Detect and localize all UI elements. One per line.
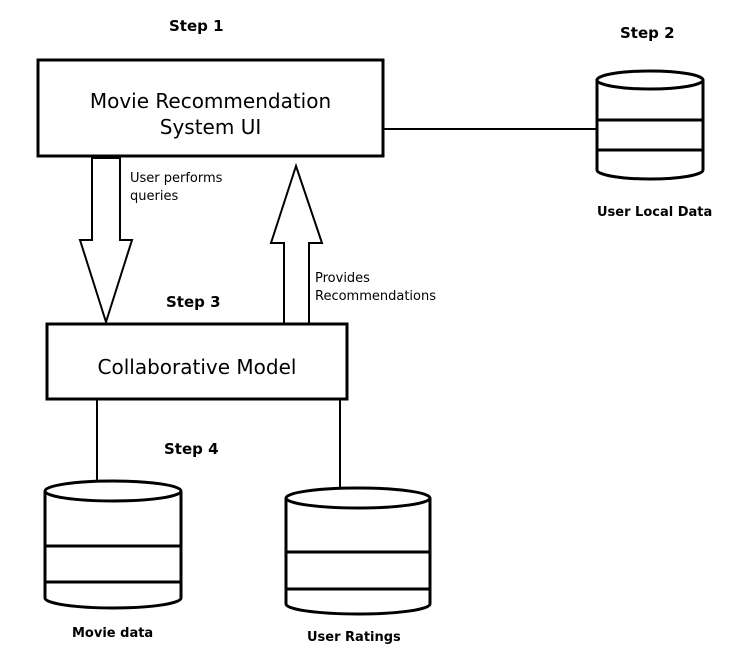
ui-box xyxy=(36,58,385,158)
queries-arrow-label-line2: queries xyxy=(130,188,179,204)
user-local-data-database-icon xyxy=(595,69,705,181)
recommendations-arrow-label-line1: Provides xyxy=(315,271,370,286)
step-4-label: Step 4 xyxy=(164,440,219,458)
user-ratings-label: User Ratings xyxy=(307,630,401,645)
ui-box-label-line1: Movie Recommendation xyxy=(89,89,332,113)
recommendations-arrow-label: Provides Recommendations xyxy=(315,270,436,305)
step-3-label: Step 3 xyxy=(166,293,221,311)
queries-arrow-label: User performs queries xyxy=(130,170,222,205)
user-ratings-database-icon xyxy=(284,486,432,616)
recommendations-arrow-label-line2: Recommendations xyxy=(315,288,437,304)
arrow-down-icon xyxy=(78,157,134,326)
step-2-label: Step 2 xyxy=(620,24,675,42)
ui-box-label: Movie Recommendation System UI xyxy=(40,88,381,140)
model-box-label: Collaborative Model xyxy=(97,355,297,379)
queries-arrow-label-line1: User performs xyxy=(130,171,223,186)
movie-data-database-icon xyxy=(43,479,183,610)
model-box xyxy=(45,322,349,401)
user-local-data-label: User Local Data xyxy=(597,205,713,220)
ui-box-label-line2: System UI xyxy=(159,115,262,139)
step-1-label: Step 1 xyxy=(169,17,224,35)
movie-data-label: Movie data xyxy=(72,626,154,641)
